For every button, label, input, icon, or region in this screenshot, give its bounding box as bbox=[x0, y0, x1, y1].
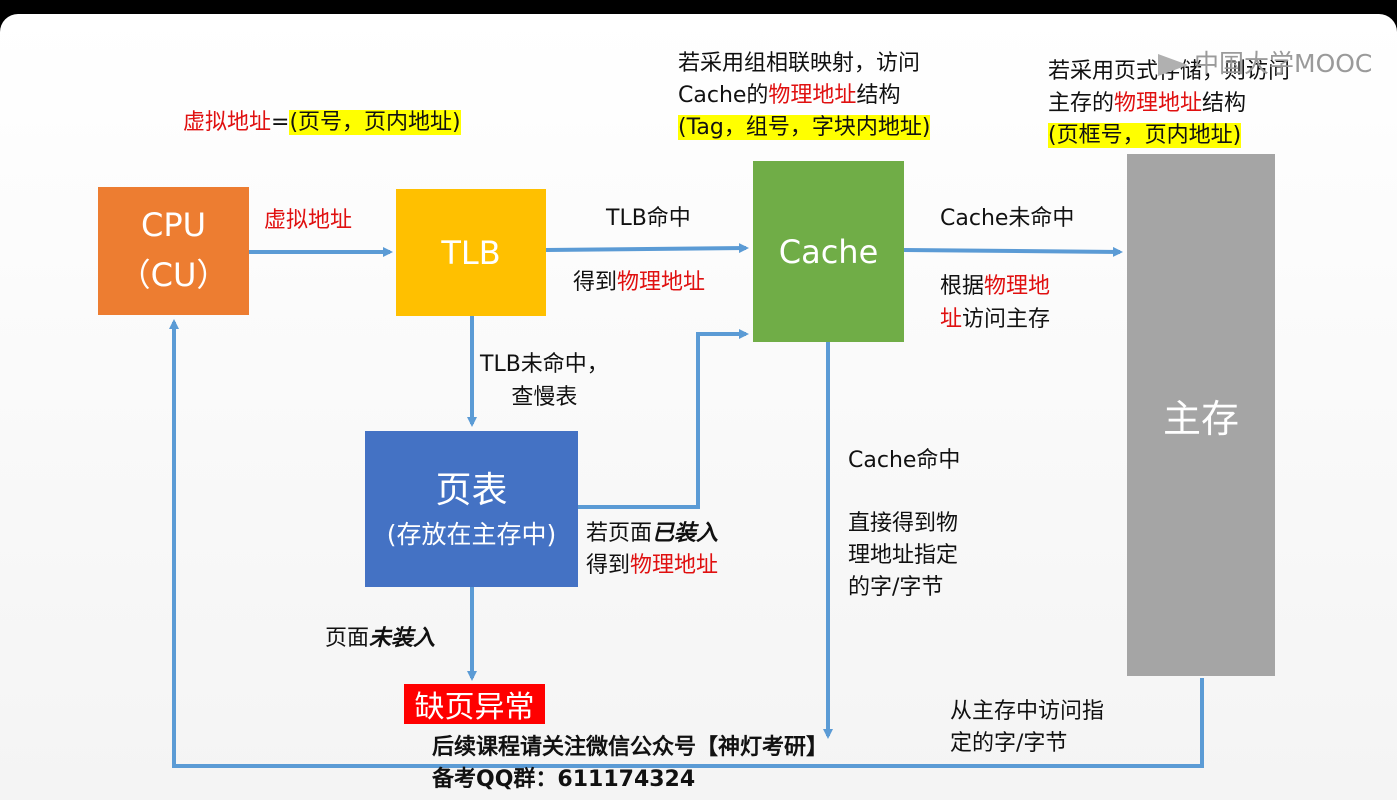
virtual-address-label: 虚拟地址 bbox=[183, 110, 272, 135]
page-table-label: 页表 bbox=[435, 470, 508, 512]
main-memory-box: 主存 bbox=[1127, 154, 1275, 676]
equals-sign: = bbox=[271, 110, 290, 135]
cache-label: Cache bbox=[778, 232, 879, 271]
cache-box: Cache bbox=[753, 161, 904, 342]
cpu-box: CPU （CU） bbox=[98, 187, 249, 315]
tlb-label: TLB bbox=[441, 233, 501, 272]
cache-miss-label: Cache未命中 bbox=[940, 206, 1075, 231]
cache-note-line1: 若采用组相联映射，访问 bbox=[678, 51, 921, 76]
page-table-sublabel: (存放在主存中) bbox=[386, 519, 557, 549]
page-fault-label: 缺页异常 bbox=[414, 690, 535, 725]
tlb-hit-get-physical: 得到物理地址 bbox=[573, 270, 706, 295]
memory-access-desc: 从主存中访问指 定的字/字节 bbox=[950, 699, 1105, 756]
footer-wechat: 后续课程请关注微信公众号【神灯考研】 bbox=[432, 735, 829, 760]
memory-address-fields: (页框号，页内地址) bbox=[1048, 122, 1242, 148]
cache-miss-desc: 根据物理地 址访问主存 bbox=[940, 274, 1051, 332]
virtual-address-structure: 虚拟地址=(页号，页内地址) bbox=[183, 110, 461, 136]
cpu-label: CPU bbox=[140, 206, 207, 245]
footer-qq-group: 备考QQ群：611174324 bbox=[432, 766, 696, 792]
cache-address-fields: (Tag，组号，字块内地址) bbox=[678, 114, 931, 140]
main-memory-label: 主存 bbox=[1162, 396, 1239, 441]
tlb-miss-label: TLB未命中， 查慢表 bbox=[480, 352, 609, 410]
tlb-box: TLB bbox=[396, 189, 546, 316]
mooc-logo-icon bbox=[1158, 54, 1188, 76]
cache-hit-desc: 直接得到物 理地址指定 的字/字节 bbox=[848, 511, 959, 600]
cache-note-line2: Cache的物理地址结构 bbox=[678, 82, 901, 108]
page-not-loaded-label: 页面未装入 bbox=[325, 626, 436, 651]
page-fault-box: 缺页异常 bbox=[404, 684, 545, 725]
cache-hit-label: Cache命中 bbox=[848, 448, 961, 473]
virtual-address-fields: (页号，页内地址) bbox=[289, 110, 461, 135]
tlb-hit-label: TLB命中 bbox=[606, 206, 691, 231]
virtual-address-arrow-label: 虚拟地址 bbox=[264, 208, 353, 233]
cache-address-note: 若采用组相联映射，访问 Cache的物理地址结构 (Tag，组号，字块内地址) bbox=[678, 48, 931, 144]
mooc-logo: 中国大学MOOC bbox=[1158, 44, 1372, 80]
footer-promo: 后续课程请关注微信公众号【神灯考研】 备考QQ群：611174324 bbox=[432, 732, 828, 796]
page-loaded-label: 若页面已装入 得到物理地址 bbox=[586, 521, 719, 578]
memory-note-line2: 主存的物理地址结构 bbox=[1048, 90, 1247, 116]
cu-label: （CU） bbox=[118, 256, 229, 294]
page-table-box: 页表 (存放在主存中) bbox=[365, 431, 578, 587]
